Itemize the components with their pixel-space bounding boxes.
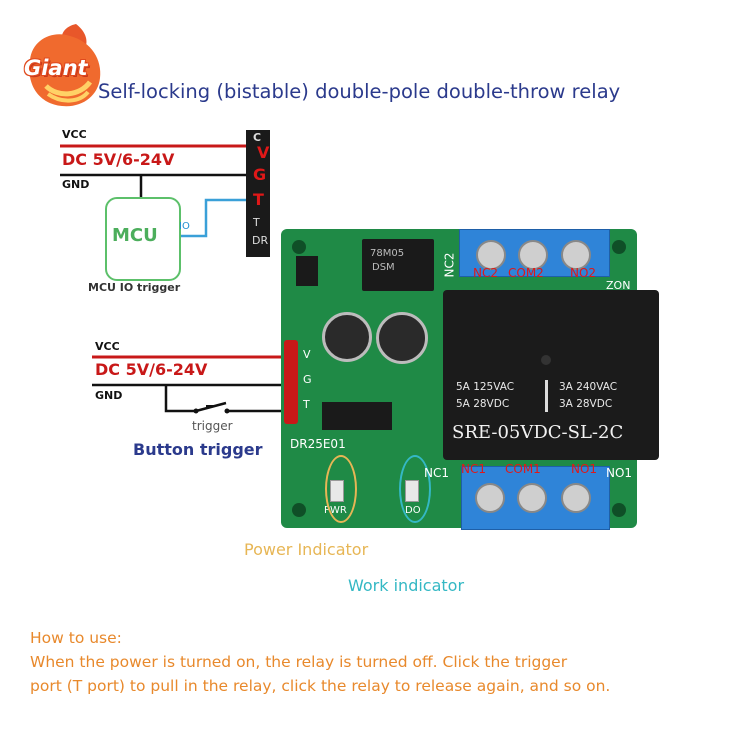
pin-label-dr: DR <box>252 234 269 247</box>
work-indicator-ring <box>399 455 431 523</box>
pcb-pin-g: G <box>303 373 312 386</box>
input-terminal <box>284 340 298 424</box>
terminal-nc2: NC2 <box>473 266 498 280</box>
power-indicator-caption: Power Indicator <box>244 540 369 559</box>
mcu-vcc-label: VCC <box>62 128 87 141</box>
nc2-side-silk: NC2 <box>442 252 457 278</box>
logo-text: Giant <box>24 56 88 80</box>
mount-hole <box>612 240 626 254</box>
button-supply-label: DC 5V/6-24V <box>95 360 208 379</box>
button-caption: Button trigger <box>133 440 263 459</box>
mount-hole <box>292 240 306 254</box>
terminal-screw[interactable] <box>561 240 591 270</box>
instructions-heading: How to use: <box>30 629 122 647</box>
pin-label-g: G <box>253 165 267 184</box>
mount-hole <box>292 503 306 517</box>
mount-hole <box>612 503 626 517</box>
regulator-sub: DSM <box>372 262 395 273</box>
pin-label-c: C <box>253 131 262 144</box>
relay-rating-left-1: 5A 125VAC <box>456 381 515 393</box>
pin-label-t: T <box>253 190 264 209</box>
capacitor <box>376 312 428 364</box>
terminal-screw[interactable] <box>476 240 506 270</box>
mcu-supply-label: DC 5V/6-24V <box>62 150 175 169</box>
chip <box>296 256 318 286</box>
zon-silk: ZON <box>606 279 631 292</box>
voltage-regulator <box>362 239 434 291</box>
relay-rating-left-2: 5A 28VDC <box>456 398 510 410</box>
pcb-pin-t: T <box>303 398 310 411</box>
terminal-screw[interactable] <box>518 240 548 270</box>
button-vcc-label: VCC <box>95 340 120 353</box>
terminal-screw[interactable] <box>561 483 591 513</box>
terminal-screw[interactable] <box>517 483 547 513</box>
mcu-gnd-label: GND <box>62 178 90 191</box>
relay-model: SRE-05VDC-SL-2C <box>452 422 624 443</box>
pin-label-tt: T <box>253 216 260 229</box>
regulator-text: 78M05 <box>370 248 405 259</box>
pcb-pin-v: V <box>303 348 311 361</box>
instructions: How to use: When the power is turned on,… <box>30 626 720 698</box>
power-indicator-ring <box>325 455 357 523</box>
capacitor <box>322 312 372 362</box>
terminal-com1: COM1 <box>505 462 541 476</box>
mcu-block <box>105 197 181 281</box>
pin-label-v: V <box>257 143 270 162</box>
relay-dot <box>541 355 551 365</box>
instructions-line-2: port (T port) to pull in the relay, clic… <box>30 677 611 695</box>
ic-chip <box>322 402 392 430</box>
relay <box>443 290 659 460</box>
page-title: Self-locking (bistable) double-pole doub… <box>98 80 621 103</box>
terminal-nc1: NC1 <box>461 462 486 476</box>
giant-logo <box>29 24 101 107</box>
mcu-caption: MCU IO trigger <box>88 281 181 294</box>
work-indicator-caption: Work indicator <box>348 576 465 595</box>
io-label: IO <box>179 221 190 232</box>
board-id: DR25E01 <box>290 437 346 451</box>
nc1-side-silk: NC1 <box>424 466 449 480</box>
button-gnd-label: GND <box>95 389 123 402</box>
instructions-line-1: When the power is turned on, the relay i… <box>30 653 568 671</box>
terminal-no2: NO2 <box>570 266 597 280</box>
relay-rating-right-1: 3A 240VAC <box>559 381 618 393</box>
terminal-screw[interactable] <box>475 483 505 513</box>
no1-side-silk: NO1 <box>606 466 633 480</box>
relay-divider <box>545 380 548 412</box>
trigger-switch-label: trigger <box>192 419 233 433</box>
mcu-label: MCU <box>112 225 158 246</box>
pin-header <box>246 130 270 257</box>
terminal-com2: COM2 <box>508 266 544 280</box>
relay-rating-right-2: 3A 28VDC <box>559 398 613 410</box>
terminal-no1: NO1 <box>571 462 598 476</box>
